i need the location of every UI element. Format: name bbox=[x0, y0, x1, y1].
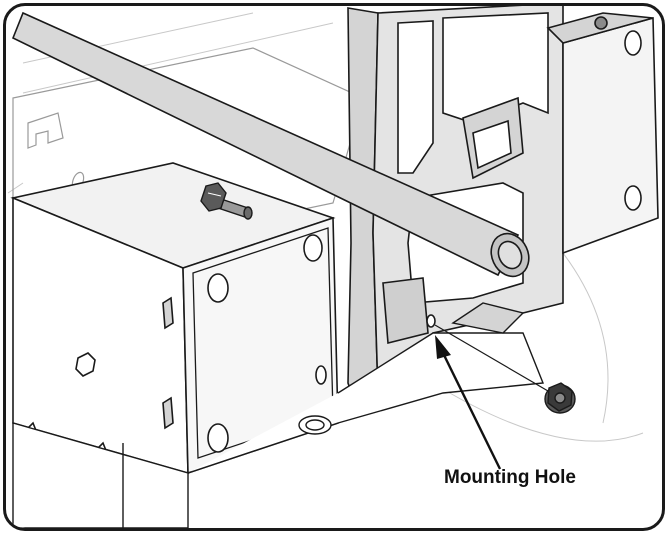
mounting-diagram bbox=[7, 6, 659, 528]
callout-arrow bbox=[435, 335, 502, 470]
lower-base bbox=[12, 302, 544, 528]
flange-nut bbox=[544, 382, 576, 414]
right-block bbox=[546, 12, 659, 255]
front-block bbox=[10, 162, 339, 475]
illustration-frame bbox=[3, 3, 665, 531]
horizontal-rod bbox=[11, 11, 530, 278]
bolt bbox=[200, 182, 253, 220]
mounting-hole-label: Mounting Hole bbox=[444, 467, 576, 488]
alignment-line bbox=[434, 324, 549, 392]
